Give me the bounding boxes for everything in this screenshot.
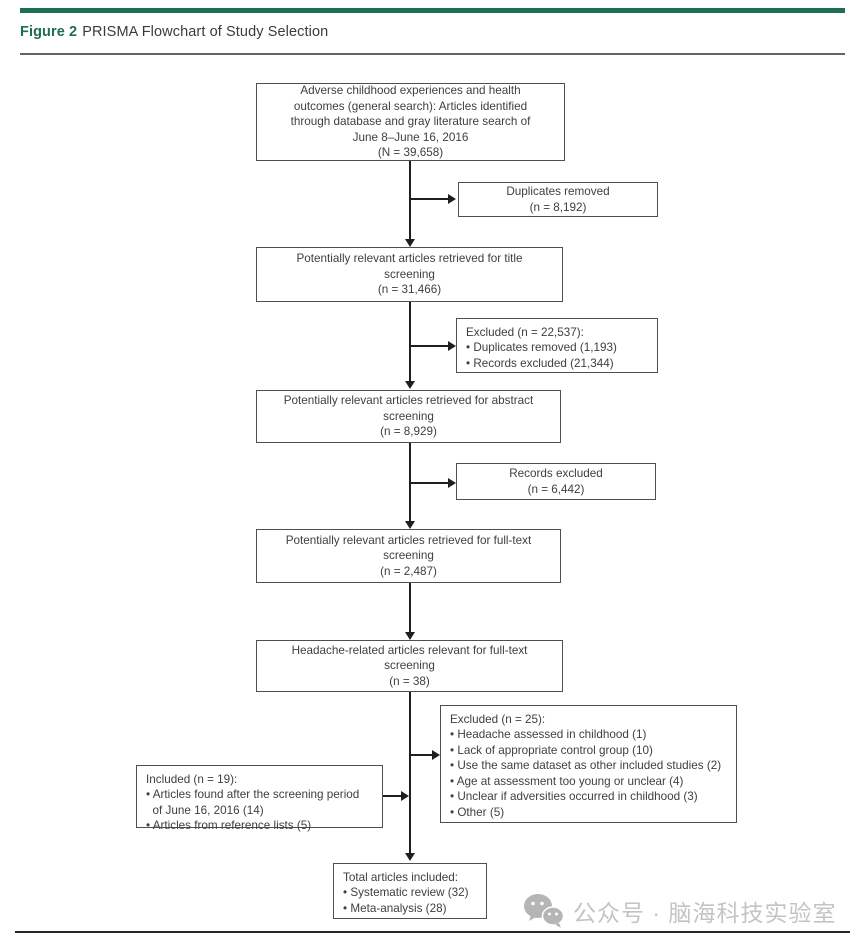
arrowhead-down-5 [405,853,415,861]
box-included-additional: Included (n = 19): • Articles found afte… [136,765,383,832]
top-accent-bar [20,8,845,13]
arrow-abstract-to-fulltext [409,443,411,521]
arrowhead-right-1 [448,194,456,204]
bottom-border-line [15,931,850,933]
arrowhead-down-4 [405,632,415,640]
figure-title-text: PRISMA Flowchart of Study Selection [82,24,329,40]
box-excluded-fulltext: Excluded (n = 25): • Headache assessed i… [440,705,737,823]
box-total-included: Total articles included: • Systematic re… [333,863,487,919]
arrow-title-to-abstract [409,302,411,381]
arrowhead-right-5 [401,791,409,801]
arrowhead-down-1 [405,239,415,247]
caption-divider [20,53,845,55]
box-title-screening: Potentially relevant articles retrieved … [256,247,563,302]
arrow-identified-to-title [409,161,411,241]
watermark-text: 公众号 · 脑海科技实验室 [573,900,837,926]
arrowhead-right-3 [448,478,456,488]
arrow-to-excluded-fulltext [410,754,432,756]
arrow-headache-to-total [409,692,411,853]
arrowhead-down-3 [405,521,415,529]
arrow-to-excluded-title [410,345,448,347]
arrowhead-right-2 [448,341,456,351]
box-abstract-screening: Potentially relevant articles retrieved … [256,390,561,443]
figure-label: Figure 2 [20,24,78,40]
arrow-fulltext-to-headache [409,583,411,632]
box-fulltext-screening: Potentially relevant articles retrieved … [256,529,561,583]
arrow-to-records-excluded [410,482,448,484]
wechat-icon [524,894,565,928]
arrowhead-right-4 [432,750,440,760]
box-headache-fulltext: Headache-related articles relevant for f… [256,640,563,692]
box-duplicates-removed: Duplicates removed (n = 8,192) [458,182,658,217]
box-records-excluded-abstract: Records excluded (n = 6,442) [456,463,656,500]
box-records-identified: Adverse childhood experiences and health… [256,83,565,161]
arrow-from-included [383,795,401,797]
arrowhead-down-2 [405,381,415,389]
arrow-to-duplicates [410,198,448,200]
box-excluded-title-screening: Excluded (n = 22,537): • Duplicates remo… [456,318,658,373]
watermark: 公众号 · 脑海科技实验室 [523,893,836,929]
